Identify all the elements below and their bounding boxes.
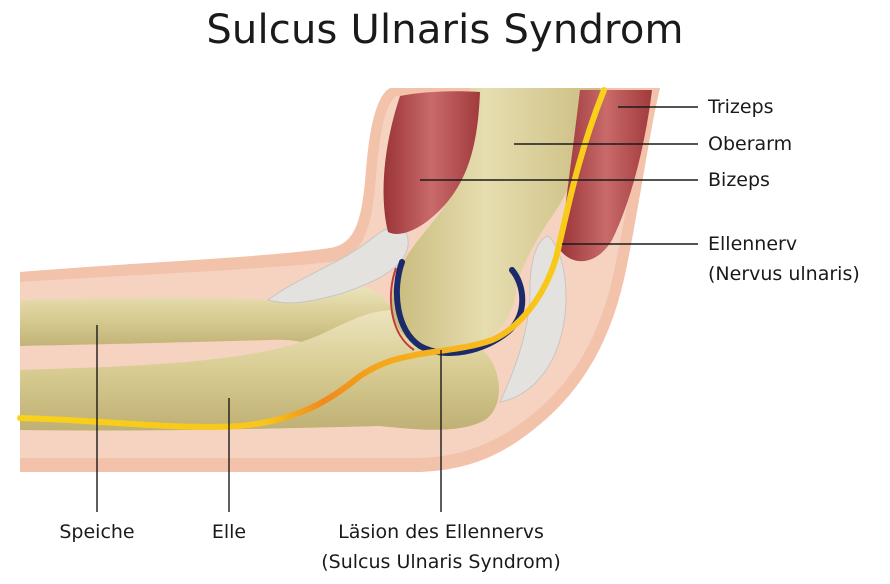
label-trizeps: Trizeps	[708, 96, 774, 118]
label-elle: Elle	[211, 521, 247, 543]
joint-capsule-red	[389, 267, 415, 351]
ulnar-nerve	[17, 87, 607, 430]
label-bizeps: Bizeps	[708, 169, 770, 191]
biceps-tendon	[266, 226, 409, 304]
label-ellennerv: Ellennerv	[708, 233, 798, 255]
ulna-bone	[20, 310, 500, 431]
diagram-title: Sulcus Ulnaris Syndrom	[206, 7, 684, 53]
label-laesion-line2: (Sulcus Ulnaris Syndrom)	[321, 551, 561, 573]
humerus-bone	[391, 88, 600, 352]
biceps-muscle	[383, 91, 480, 234]
articular-cartilage	[393, 259, 526, 356]
label-speiche: Speiche	[59, 521, 135, 543]
label-oberarm: Oberarm	[708, 133, 793, 155]
triceps-muscle	[560, 90, 652, 262]
label-nervus-ulnaris: (Nervus ulnaris)	[708, 263, 860, 285]
label-laesion-line1: Läsion des Ellennervs	[338, 521, 544, 543]
